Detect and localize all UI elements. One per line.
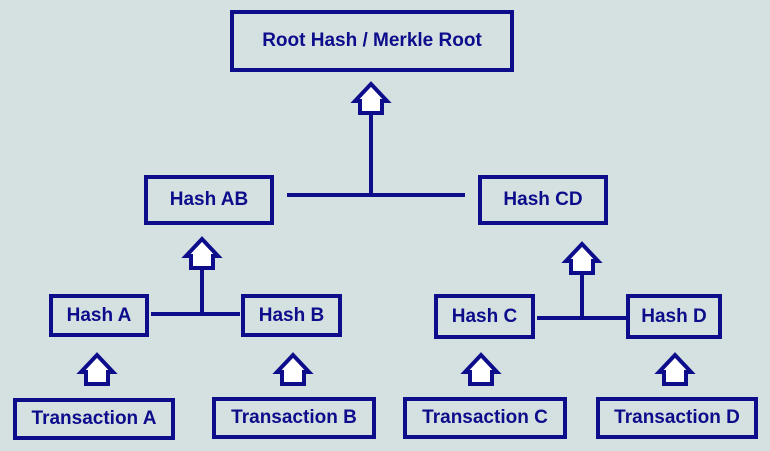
arrow-to-root-icon — [350, 81, 392, 115]
hash-ab-node: Hash AB — [144, 175, 274, 225]
hash-cd-label: Hash CD — [503, 189, 583, 210]
hash-d-node: Hash D — [626, 294, 722, 339]
transaction-d-node: Transaction D — [596, 397, 758, 439]
hash-a-label: Hash A — [66, 304, 132, 326]
arrow-to-hash-ab-icon — [181, 236, 223, 270]
transaction-c-label: Transaction C — [422, 407, 548, 428]
transaction-a-label: Transaction A — [31, 408, 157, 429]
arrow-to-hash-cd-icon — [561, 241, 603, 275]
arrow-to-hash-b-icon — [272, 352, 314, 386]
hash-b-node: Hash B — [241, 294, 342, 337]
arrow-to-hash-d-icon — [654, 352, 696, 386]
transaction-a-node: Transaction A — [13, 398, 175, 440]
arrow-to-hash-c-icon — [460, 352, 502, 386]
hash-ab-label: Hash AB — [169, 189, 249, 210]
arrow-to-hash-a-icon — [76, 352, 118, 386]
hash-cd-node: Hash CD — [478, 175, 608, 225]
hash-c-node: Hash C — [434, 294, 535, 339]
transaction-c-node: Transaction C — [403, 397, 567, 439]
transaction-b-node: Transaction B — [212, 397, 376, 439]
hash-c-label: Hash C — [451, 305, 518, 327]
transaction-b-label: Transaction B — [231, 407, 357, 428]
root-hash-node: Root Hash / Merkle Root — [230, 10, 514, 72]
hash-b-label: Hash B — [258, 304, 325, 326]
hash-d-label: Hash D — [641, 305, 707, 327]
hash-a-node: Hash A — [49, 294, 149, 337]
transaction-d-label: Transaction D — [614, 407, 740, 428]
root-hash-label: Root Hash / Merkle Root — [262, 30, 482, 51]
